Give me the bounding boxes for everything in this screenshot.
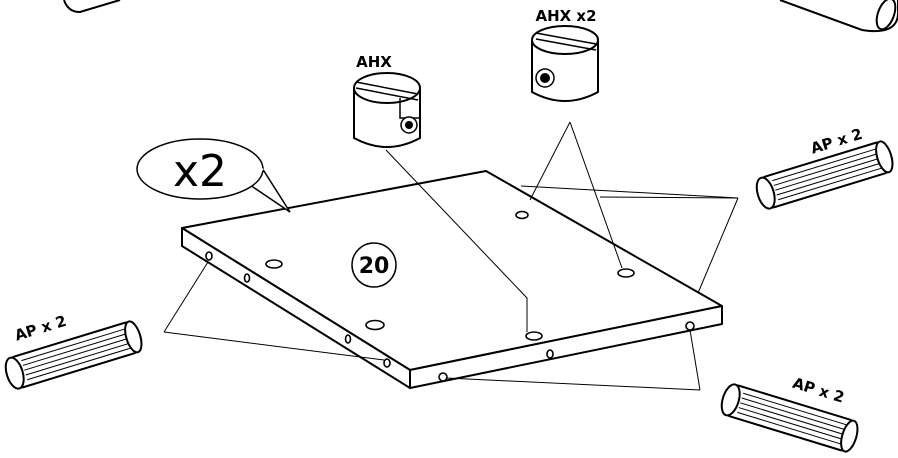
edge-hole [205, 251, 213, 261]
panel-hole [617, 268, 635, 278]
quantity-label: x2 [173, 146, 227, 197]
cam-nut-single: AHX [353, 53, 421, 148]
part-number-badge: 20 [351, 242, 397, 288]
panel-hole [365, 319, 385, 331]
dowel-left: AP x 2 [1, 312, 146, 392]
cam-nut-double-label: AHX x2 [535, 7, 596, 25]
edge-hole [438, 372, 448, 382]
cam-nut-double: AHX x2 [531, 7, 599, 102]
edge-hole [546, 349, 554, 359]
dowel-left-label: AP x 2 [12, 312, 68, 345]
edge-hole [685, 321, 695, 331]
part-number: 20 [359, 254, 390, 279]
panel-hole [265, 259, 283, 269]
panel-hole [525, 331, 543, 341]
panel-hole [515, 210, 529, 220]
dowel-right: AP x 2 [752, 125, 897, 212]
edge-hole [243, 273, 251, 283]
leader-lines [163, 121, 739, 391]
edge-hole [383, 358, 391, 368]
edge-hole [344, 334, 352, 344]
cam-nut-single-label: AHX [356, 53, 392, 71]
dowel-partial-top-right [779, 0, 898, 32]
dowel-bottom-right: AP x 2 [717, 374, 862, 455]
panel-board [181, 170, 723, 389]
dowel-bottom-right-label: AP x 2 [790, 374, 846, 407]
quantity-bubble: x2 [136, 138, 291, 213]
dowel-partial-top-left [63, 0, 121, 14]
